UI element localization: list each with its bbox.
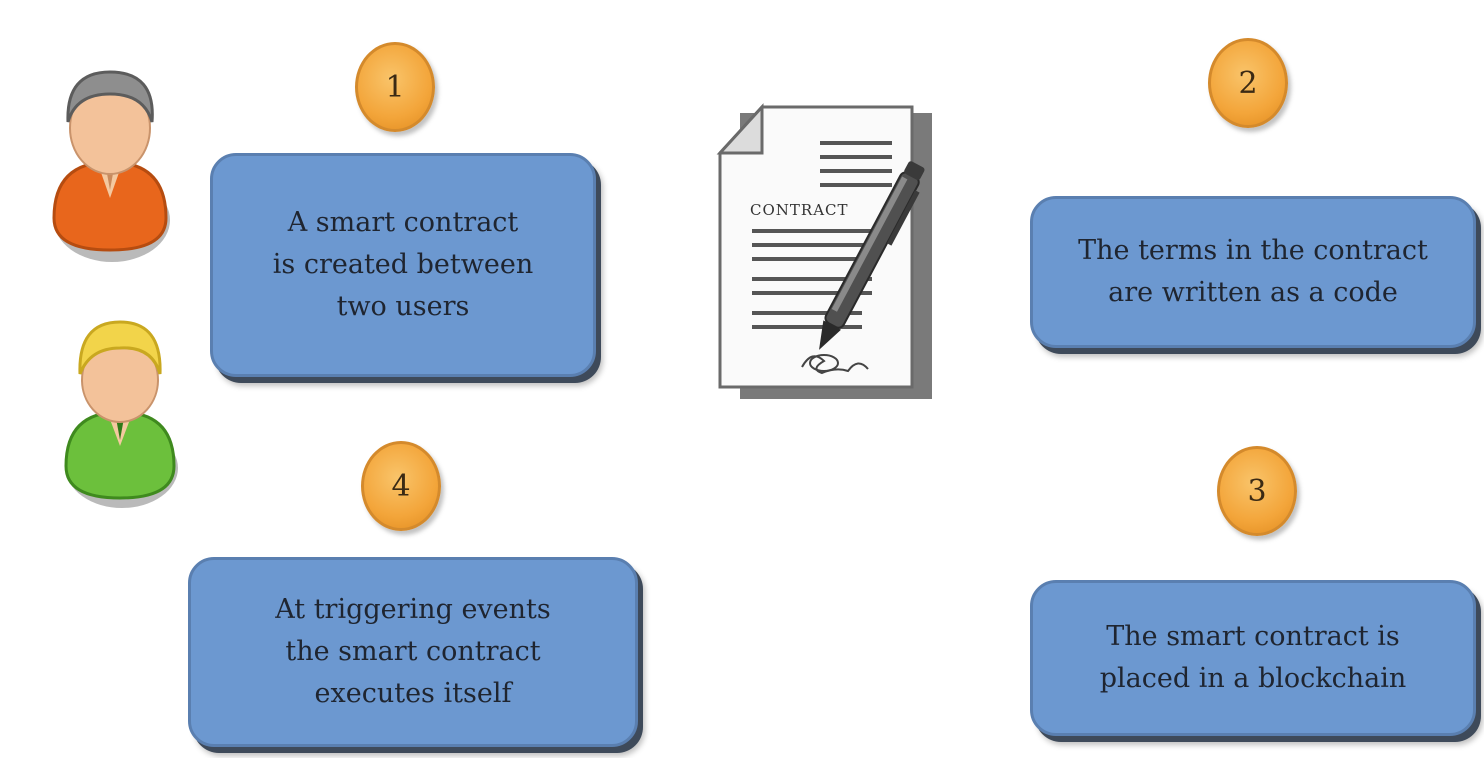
step-2-badge: 2 bbox=[1208, 38, 1288, 128]
step-3-badge: 3 bbox=[1217, 446, 1297, 536]
user-icon-1 bbox=[52, 70, 170, 262]
step-4-text: At triggering events the smart contract … bbox=[275, 594, 551, 709]
step-1-badge: 1 bbox=[355, 42, 435, 132]
pen-icon bbox=[819, 161, 925, 350]
contract-document-icon: CONTRACT bbox=[716, 103, 932, 399]
step-3-text: The smart contract is placed in a blockc… bbox=[1099, 621, 1407, 694]
step-2-box: The terms in the contract are written as… bbox=[1030, 196, 1476, 348]
step-2-text: The terms in the contract are written as… bbox=[1078, 235, 1428, 308]
step-4-box: At triggering events the smart contract … bbox=[188, 557, 638, 747]
document-title: CONTRACT bbox=[750, 201, 849, 219]
step-3-box: The smart contract is placed in a blockc… bbox=[1030, 580, 1476, 736]
step-1-text: A smart contract is created between two … bbox=[272, 207, 534, 322]
step-4-badge: 4 bbox=[361, 441, 441, 531]
user-icon-2 bbox=[64, 320, 178, 508]
step-1-box: A smart contract is created between two … bbox=[210, 153, 596, 377]
